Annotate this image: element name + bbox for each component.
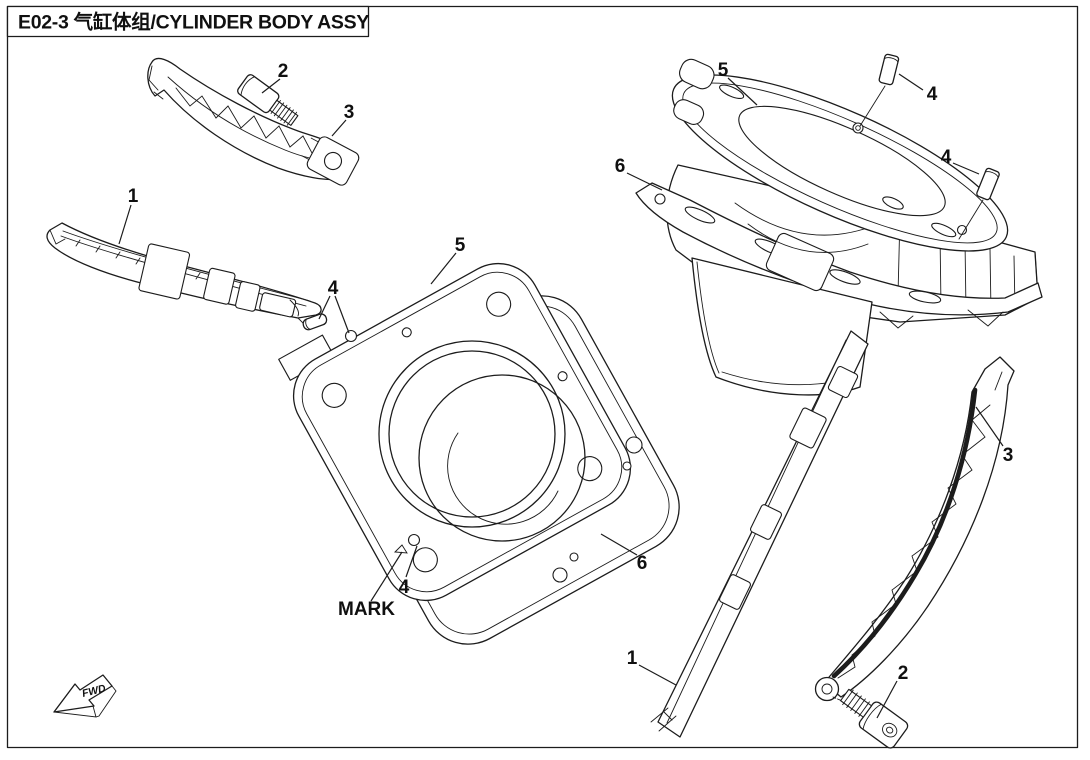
title-box	[6, 5, 370, 38]
callout-5-center: 5	[455, 235, 466, 256]
curved-tensioner-guide-top-left	[147, 57, 360, 186]
callout-4-center-bottom: 4	[399, 577, 410, 598]
truss-pattern	[175, 87, 335, 164]
callout-2-right: 2	[898, 663, 909, 684]
chain-guide-right	[650, 330, 869, 738]
page-title: E02-3 气缸体组/CYLINDER BODY ASSY	[18, 11, 369, 34]
callout-3-top-left: 3	[344, 102, 355, 123]
title-block: E02-3 气缸体组/CYLINDER BODY ASSY	[6, 5, 370, 38]
callout-labels: 2 3 1 5 4 4 6 5 4 4 6 3 1 2 MARK	[128, 60, 1014, 684]
truss-pattern-right	[837, 404, 991, 679]
cylinder-bore-rim	[418, 374, 586, 542]
gasket-bore-ring-outer	[378, 340, 566, 528]
guide-end-clevis	[301, 136, 360, 186]
cylinder-gasket-front-view	[292, 262, 632, 602]
callout-1-right: 1	[627, 648, 638, 669]
tensioner-pivot-bolt-top-left	[237, 74, 299, 126]
callout-6-center: 6	[637, 553, 648, 574]
callout-2-top-left: 2	[278, 61, 289, 82]
callout-1-left: 1	[128, 186, 139, 207]
gasket-bore-ring-inner	[388, 350, 556, 518]
callout-4-top-right-a: 4	[927, 84, 938, 105]
guide-mount-tabs	[138, 243, 297, 318]
callout-6-top-right: 6	[615, 156, 626, 177]
cylinder-assembly-front-view	[278, 262, 680, 645]
callout-4-top-right-b: 4	[941, 147, 952, 168]
pin-a-axis-line	[859, 85, 886, 127]
cylinder-head-gasket-top-right	[671, 58, 1009, 252]
dowel-pin-top-right-b	[976, 167, 1000, 201]
dowel-pin-front	[302, 313, 328, 331]
chain-guide-left	[46, 222, 322, 326]
gasket-dowel-hole-b	[956, 224, 968, 236]
gasket-dowel-hole-a	[852, 122, 864, 134]
dowel-pin-top-right-a	[878, 53, 900, 86]
curved-tensioner-guide-right	[814, 356, 1015, 705]
callout-5-top-right: 5	[718, 60, 729, 81]
cylinder-bore-depth-arc	[447, 432, 559, 525]
tensioner-pivot-bolt-right	[840, 688, 909, 749]
dowel-hole-front	[344, 329, 358, 343]
gasket-ears-and-holes	[673, 58, 957, 238]
callout-3-right: 3	[1003, 445, 1014, 466]
fwd-direction-arrow: FWD	[53, 674, 117, 718]
mark-label: MARK	[338, 599, 395, 620]
leader-lines	[118, 73, 1004, 719]
fwd-label: FWD	[81, 682, 108, 700]
cylinder-assembly-top-right	[635, 58, 1043, 396]
page-border	[6, 5, 1079, 749]
guide-pivot-eyelet	[814, 676, 840, 702]
pin-b-axis-line	[958, 199, 984, 240]
callout-4-center-top: 4	[328, 278, 339, 299]
